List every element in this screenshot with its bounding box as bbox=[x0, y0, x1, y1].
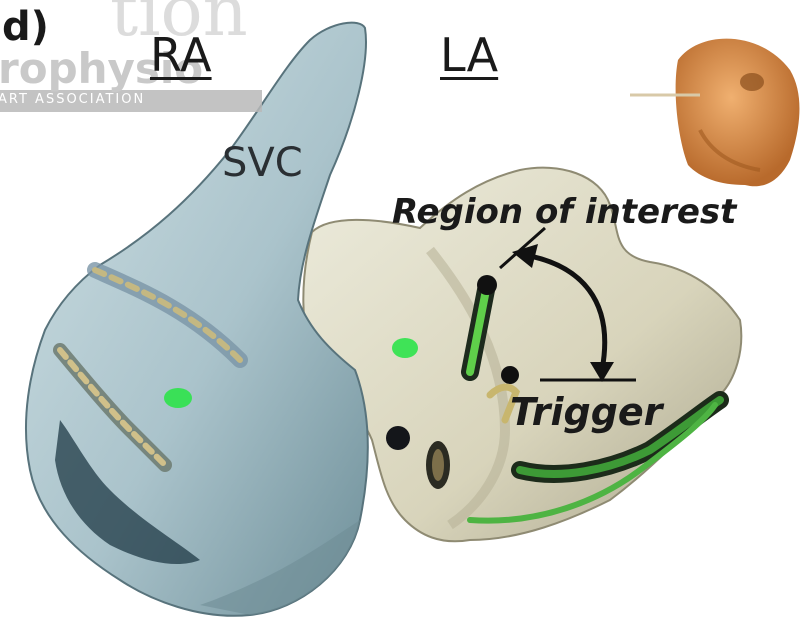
la-catheter-ring-inner bbox=[432, 449, 444, 481]
watermark-line-2: ART ASSOCIATION bbox=[0, 92, 145, 107]
la-trigger-dot bbox=[501, 366, 519, 384]
la-catheter-tip bbox=[477, 275, 497, 295]
la-catheter-dark-tip bbox=[386, 426, 410, 450]
orientation-thumbnail bbox=[630, 39, 799, 187]
region-of-interest-label: Region of interest bbox=[392, 192, 736, 232]
trigger-label: Trigger bbox=[510, 390, 662, 434]
la-label: LA bbox=[440, 28, 498, 82]
panel-label: d) bbox=[2, 4, 49, 50]
la-green-marker bbox=[392, 338, 418, 358]
svc-label: SVC bbox=[222, 140, 303, 186]
ra-green-marker bbox=[164, 388, 192, 408]
ra-label: RA bbox=[150, 28, 212, 82]
